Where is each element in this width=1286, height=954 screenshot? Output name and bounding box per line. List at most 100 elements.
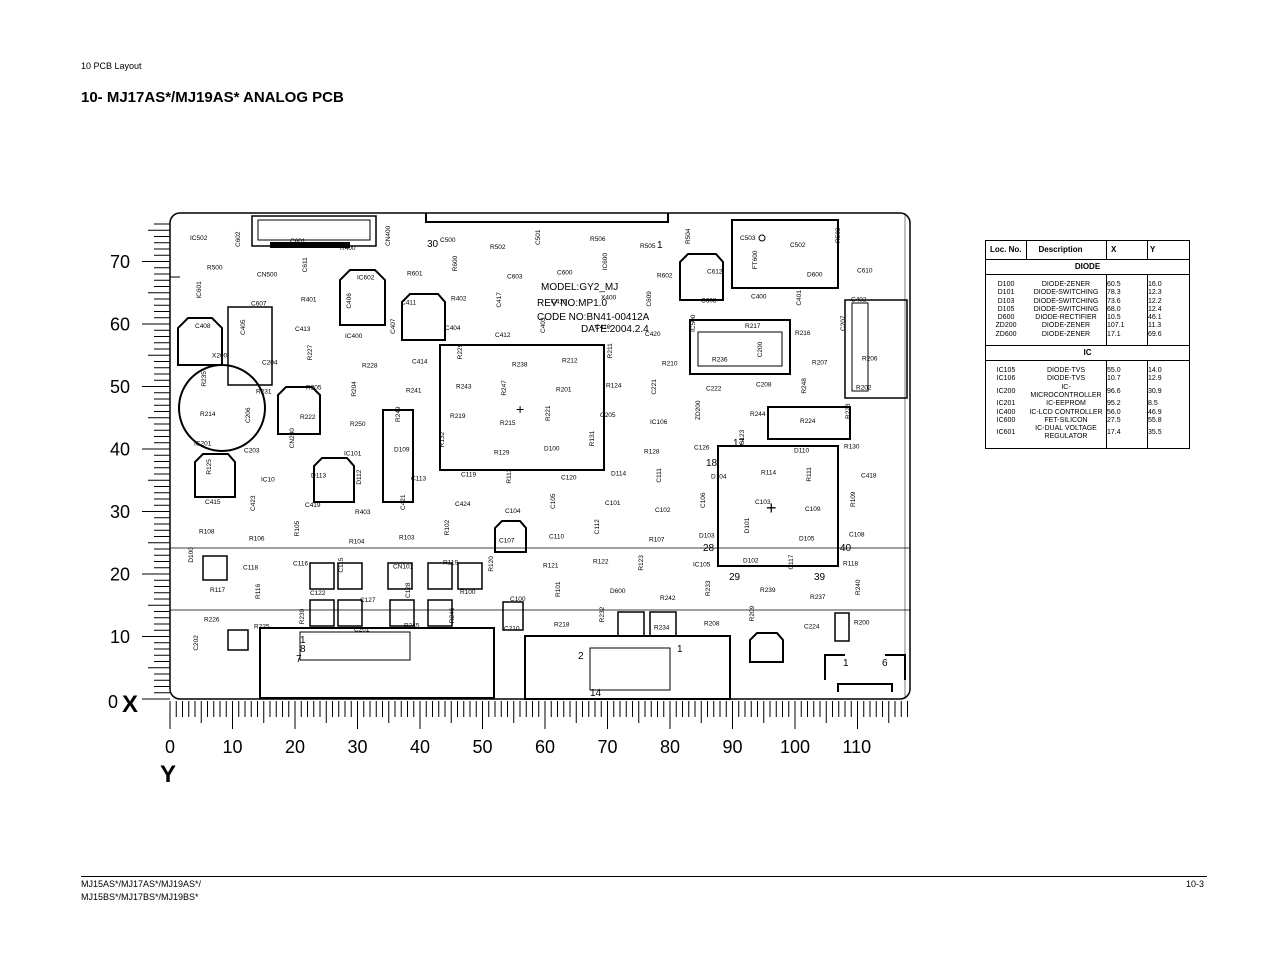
component-label: D600 xyxy=(610,588,626,595)
component-label: C601 xyxy=(290,238,306,245)
component-label: R212 xyxy=(562,357,578,364)
component-label: R504 xyxy=(685,228,692,244)
component-label: C417 xyxy=(496,292,503,308)
component-label: C203 xyxy=(244,447,260,454)
component-label: C502 xyxy=(790,242,806,249)
pin-label: 30 xyxy=(427,239,439,250)
component-label: C420 xyxy=(645,331,661,338)
component-label: R225 xyxy=(254,623,270,630)
component-label: D109 xyxy=(394,446,410,453)
component-label: R208 xyxy=(704,620,720,627)
y-tick-label: 70 xyxy=(110,252,130,272)
component-label: R132 xyxy=(439,431,446,447)
component-label: C500 xyxy=(440,237,456,244)
cell-y: 11.3 xyxy=(1147,322,1190,331)
cell-x: 17.1 xyxy=(1106,330,1148,340)
cell-desc: DIODE-RECTIFIER xyxy=(1035,314,1097,322)
component-label: C418 xyxy=(861,473,877,480)
x-tick-label: 110 xyxy=(843,737,872,757)
component-label: C408 xyxy=(195,323,211,330)
y-axis-label: Y xyxy=(160,761,176,788)
component-label: R402 xyxy=(451,296,467,303)
component-label: R123 xyxy=(638,555,645,571)
component-label: C603 xyxy=(507,273,523,280)
cell-desc: DIODE-ZENER xyxy=(1041,322,1091,330)
cell-y: 12.3 xyxy=(1147,289,1190,298)
component-label: D102 xyxy=(743,558,759,565)
component-label: R236 xyxy=(712,356,728,363)
component-label: R107 xyxy=(649,536,665,543)
cell-loc: D105 xyxy=(997,305,1015,313)
component-label: D104 xyxy=(711,474,727,481)
section-header: 10 PCB Layout xyxy=(81,61,142,71)
component-label: CN101 xyxy=(393,564,414,571)
cell-loc: ZD200 xyxy=(995,322,1017,330)
component-label: C205 xyxy=(600,412,616,419)
component-label: R239 xyxy=(760,587,776,594)
x-tick-label: 90 xyxy=(723,737,743,757)
y-tick-label: 10 xyxy=(110,627,130,647)
component-label: R214 xyxy=(200,411,216,418)
component-label: R241 xyxy=(406,388,422,395)
cell-desc: DIODE-SWITCHING xyxy=(1033,289,1099,297)
component-label: C101 xyxy=(605,500,621,507)
component-label: R222 xyxy=(300,414,316,421)
component-label: C414 xyxy=(412,358,428,365)
component-label: C415 xyxy=(205,499,221,506)
y-tick-label: 20 xyxy=(110,565,130,585)
cell-desc: DIODE-SWITCHING xyxy=(1033,305,1099,313)
component-label: R202 xyxy=(856,385,872,392)
board-code: CODE NO:BN41-00412A xyxy=(537,312,650,323)
cell-x: 27.5 xyxy=(1106,416,1148,426)
ic400-chip xyxy=(439,344,605,471)
page-number: 10-3 xyxy=(1186,879,1205,889)
svg-text:+: + xyxy=(516,401,524,417)
cell-x: 10.7 xyxy=(1106,375,1148,384)
component-label: IC105 xyxy=(693,562,711,569)
component-label: R237 xyxy=(810,594,826,601)
component-label: C104 xyxy=(505,508,521,515)
component-label: R117 xyxy=(210,587,225,594)
pin-label: 7 xyxy=(296,654,302,665)
cell-y: 12.9 xyxy=(1147,375,1190,384)
component-label: R228 xyxy=(362,362,378,369)
component-label: R211 xyxy=(607,343,614,358)
header-x: X xyxy=(1106,240,1148,260)
component-label: C410 xyxy=(595,324,611,331)
component-label: R250 xyxy=(350,421,366,428)
component-label: D105 xyxy=(799,535,815,542)
component-label: C118 xyxy=(243,565,258,572)
component-label: R102 xyxy=(444,519,451,535)
cell-y: 8.5 xyxy=(1147,400,1190,409)
component-label: R125 xyxy=(206,459,213,475)
pin-label: 18 xyxy=(706,458,718,469)
component-label: C610 xyxy=(857,267,873,274)
component-label: IC500 xyxy=(690,314,697,332)
component-label: R232 xyxy=(599,606,606,622)
cell-y: 35.5 xyxy=(1147,425,1190,442)
cell-desc: IC-LCD CONTROLLER xyxy=(1029,408,1103,416)
component-label: R238 xyxy=(512,361,528,368)
component-label: C100 xyxy=(510,596,526,603)
pin-label: 1 xyxy=(300,635,306,646)
component-label: R209 xyxy=(749,605,756,621)
component-label: D600 xyxy=(807,271,823,278)
cell-desc: DIODE-ZENER xyxy=(1041,330,1091,338)
component-label: R207 xyxy=(812,359,828,366)
cell-x: 17.4 xyxy=(1106,425,1148,442)
component-label: C122 xyxy=(310,590,326,597)
component-label: R235 xyxy=(201,371,208,387)
component-label: CN500 xyxy=(257,271,278,278)
component-label: C411 xyxy=(401,300,416,307)
cell-x: 78.3 xyxy=(1106,289,1148,298)
component-label: R600 xyxy=(452,255,459,271)
component-label: C401 xyxy=(796,290,803,306)
component-label: C113 xyxy=(411,476,426,483)
